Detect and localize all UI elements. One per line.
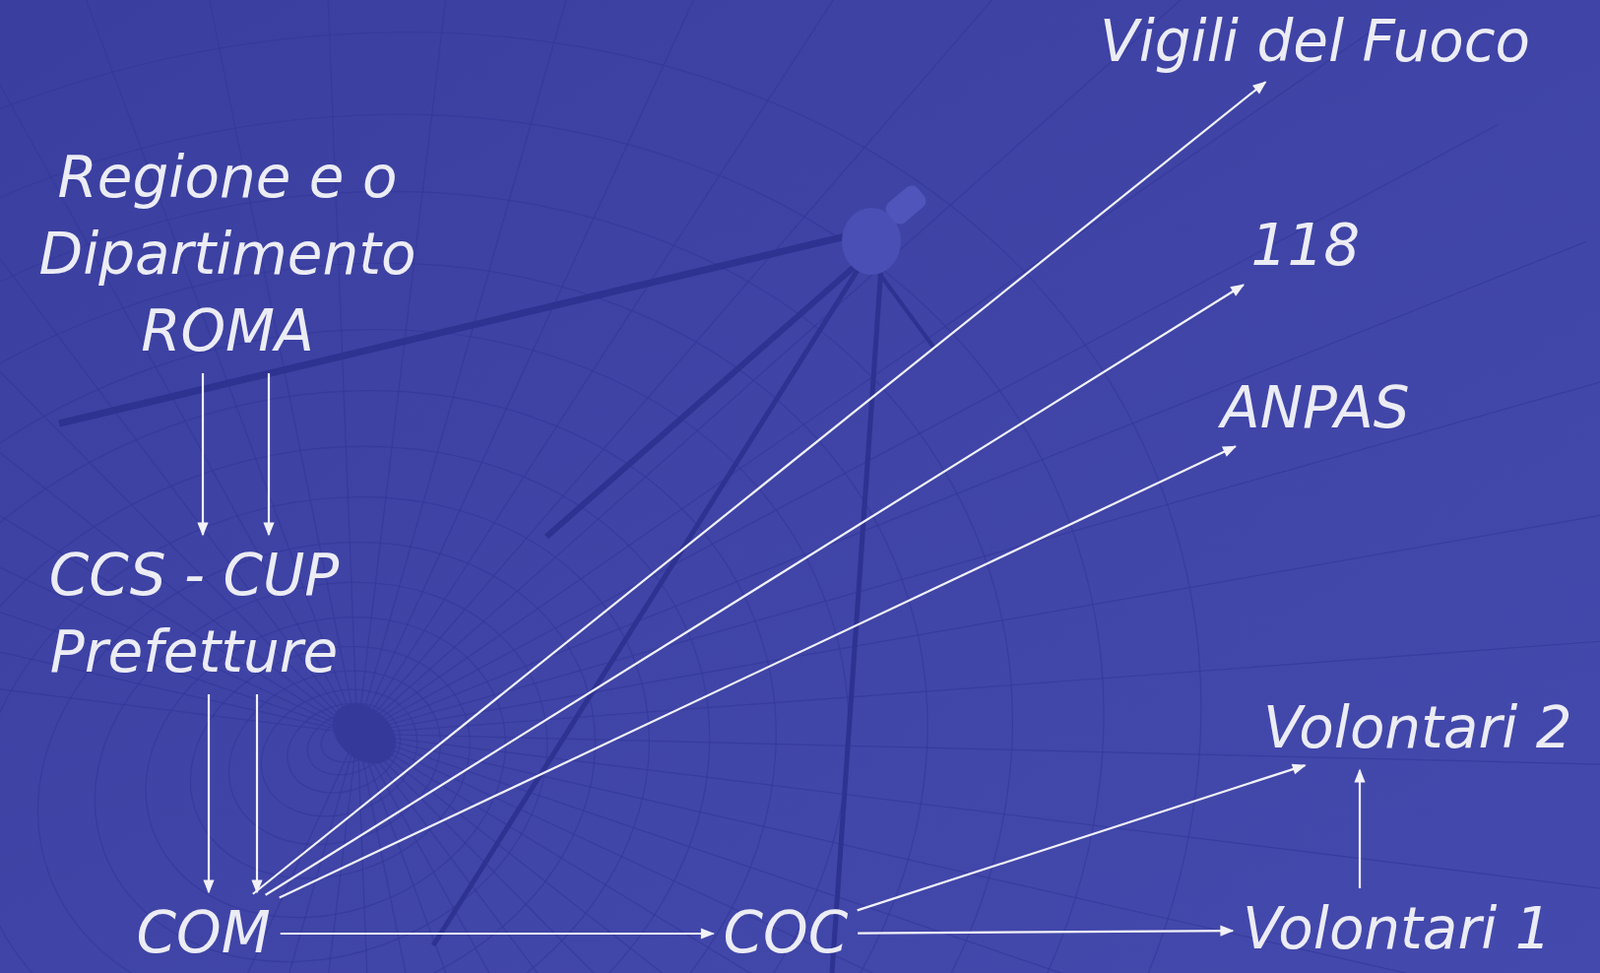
flow-arrow [267, 373, 270, 535]
grid-line [357, 125, 1498, 734]
node-label: 118 [1251, 206, 1361, 284]
grid-ring [0, 465, 662, 973]
grid-ring [0, 0, 1302, 973]
node-text: ANPAS [1220, 369, 1410, 447]
grid-line [357, 0, 1270, 734]
node-label: COC [723, 894, 849, 971]
node-text: CCS - CUP Prefetture [6, 536, 382, 691]
node-text: COM [136, 894, 271, 971]
flow-arrow [256, 694, 258, 893]
node-label: Vigili del Fuoco [1099, 2, 1531, 80]
node-text: Vigili del Fuoco [1099, 2, 1531, 80]
grid-ring [0, 89, 1081, 973]
grid-line [357, 242, 1586, 734]
grid-line [57, 733, 358, 973]
flow-arrow [857, 765, 1306, 910]
flow-arrow [857, 930, 1233, 933]
node-label: Volontari 2 [1263, 689, 1573, 767]
node-label: Regione e o Dipartimento ROMA [5, 138, 449, 370]
flow-arrow [1358, 769, 1361, 889]
satellite-head [882, 182, 929, 228]
flow-arrow [280, 932, 714, 935]
grid-ring [0, 260, 891, 973]
node-text: Regione e o Dipartimento ROMA [5, 138, 449, 370]
node-label: COM [136, 894, 271, 971]
flow-arrow [201, 373, 204, 535]
satellite-strut [433, 256, 867, 946]
grid-ring [0, 335, 807, 973]
grid-ring [0, 0, 1188, 973]
satellite-strut [546, 256, 867, 537]
flow-arrow [265, 284, 1244, 895]
flow-arrow [279, 446, 1236, 897]
grid-line [357, 733, 1203, 973]
grid-line [357, 0, 984, 734]
grid-line [357, 0, 488, 734]
grid-ring [243, 668, 436, 837]
grid-ring [0, 404, 731, 973]
satellite-strut [832, 265, 882, 973]
grid-ring [274, 688, 413, 809]
grid-ring [0, 0, 1424, 973]
node-text: COC [723, 894, 849, 971]
node-label: ANPAS [1220, 369, 1410, 447]
node-text: Volontari 2 [1263, 689, 1573, 767]
dish-center [320, 691, 409, 776]
flow-arrow [253, 81, 1267, 894]
node-label: CCS - CUP Prefetture [6, 536, 382, 691]
flow-arrow [207, 694, 210, 893]
node-label: Volontari 1 [1242, 890, 1552, 967]
node-text: Volontari 1 [1242, 890, 1552, 967]
node-text: 118 [1251, 206, 1361, 284]
